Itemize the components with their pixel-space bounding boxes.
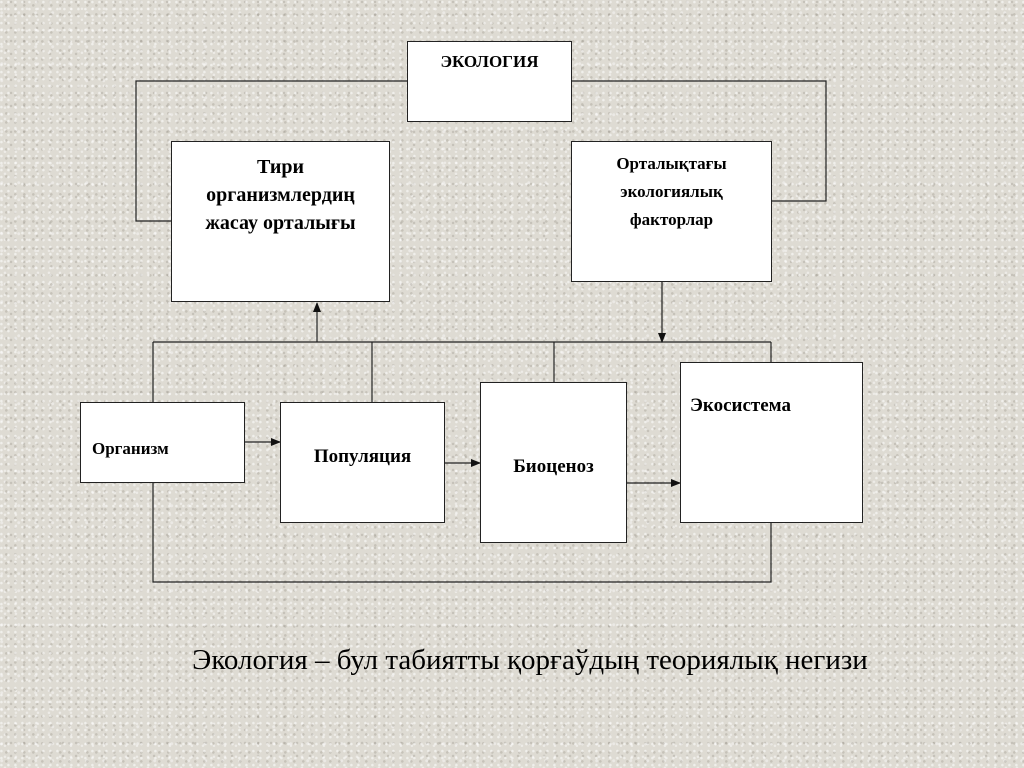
ecology-label: ЭКОЛОГИЯ (440, 52, 539, 71)
ecosystem-box: Экосистема (680, 362, 863, 523)
ecology-left-connector (135, 80, 407, 222)
ecosystem-label: Экосистема (690, 395, 791, 416)
living-env-line-3: жасау орталығы (205, 212, 356, 234)
organism-label: Организм (92, 439, 169, 458)
factors-line-2: экологиялық (620, 182, 723, 201)
biocenosis-box: Биоценоз (480, 382, 627, 543)
living-environment-box: Тири организмлердиң жасау орталығы (171, 141, 390, 302)
factors-line-3: факторлар (629, 210, 714, 229)
ecology-right-connector (572, 80, 827, 202)
ecology-box: ЭКОЛОГИЯ (407, 41, 572, 122)
bottom-loop-line (152, 483, 772, 583)
environmental-factors-box: Орталықтағы экологиялық факторлар (571, 141, 772, 282)
population-box: Популяция (280, 402, 445, 523)
living-env-line-2: организмлердиң (206, 184, 355, 206)
biocenosis-label: Биоценоз (513, 456, 594, 477)
factors-line-1: Орталықтағы (616, 154, 727, 173)
organism-box: Организм (80, 402, 245, 483)
population-label: Популяция (313, 446, 412, 467)
caption-text: Экология – бул табиятты қорғаўдың теория… (192, 644, 868, 676)
living-env-line-1: Тири (256, 156, 304, 178)
